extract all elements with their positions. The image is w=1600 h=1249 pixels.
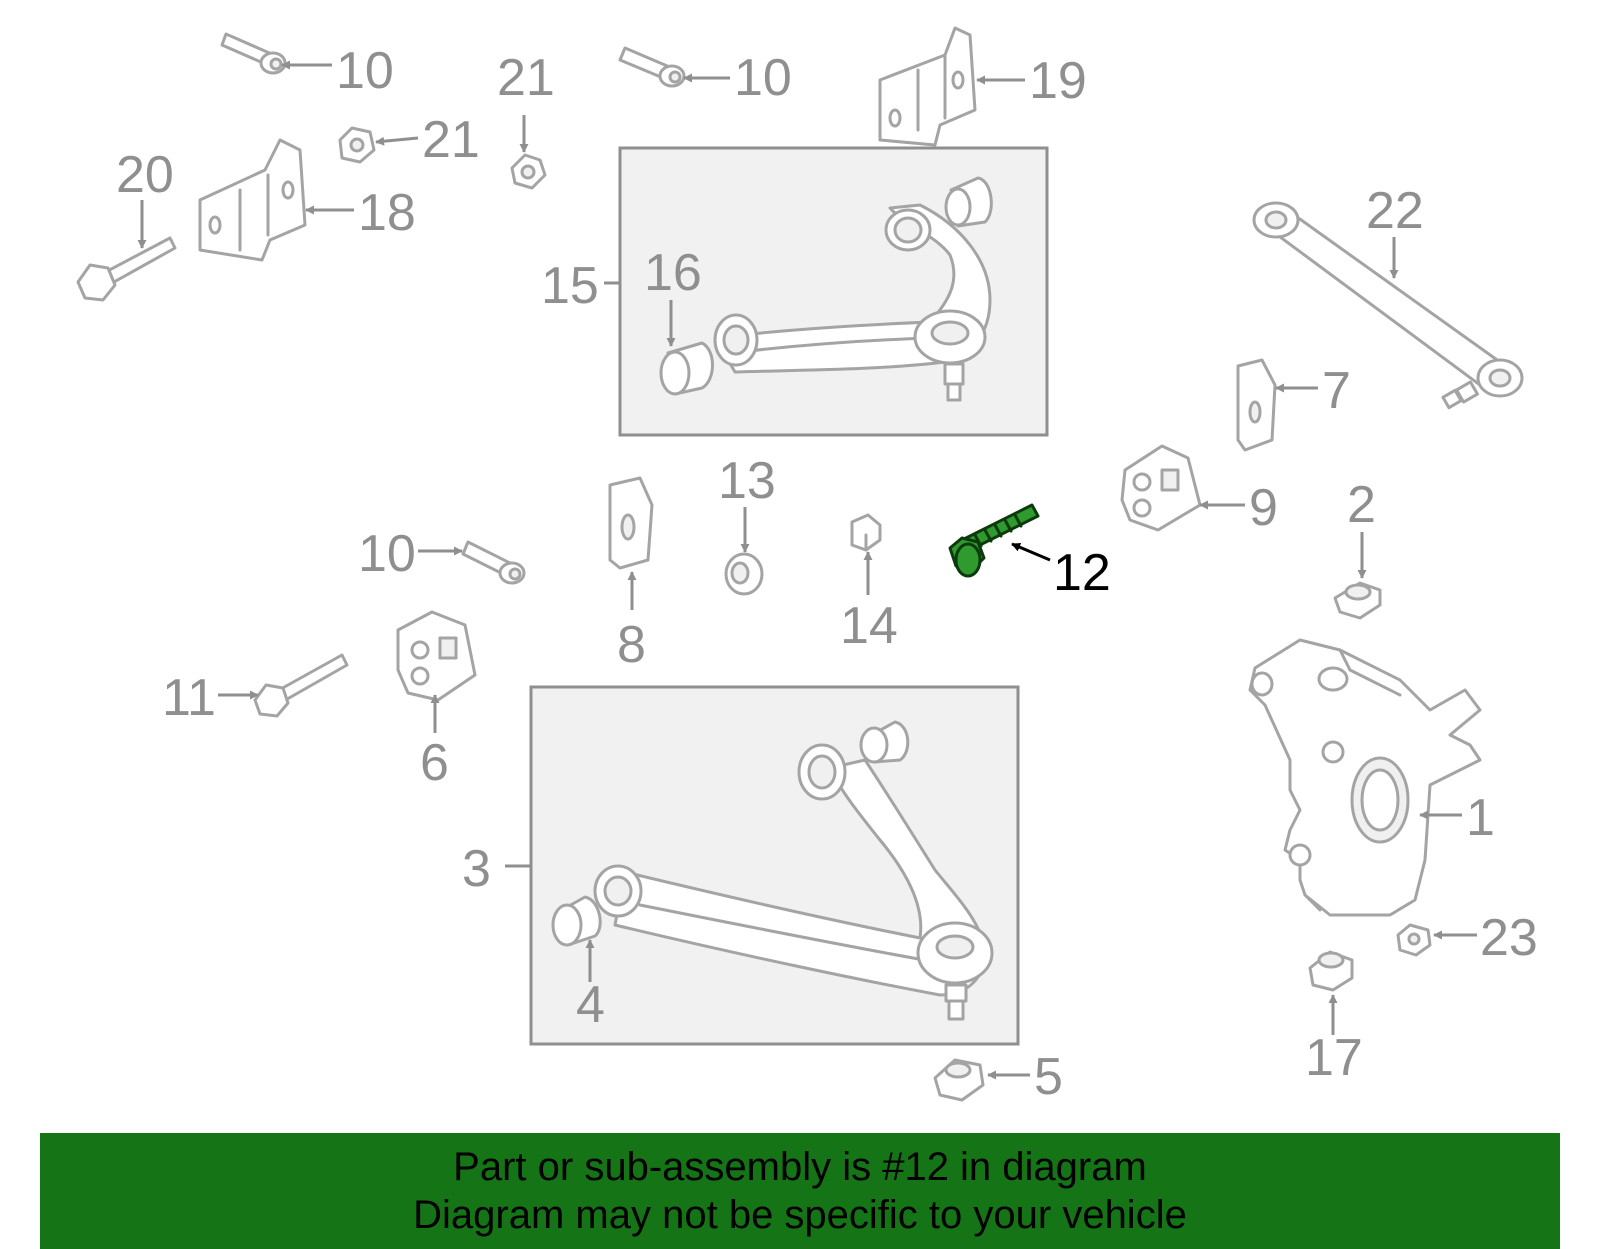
callout-5: 5 [1034, 1048, 1063, 1106]
callout-12-highlighted: 12 [1053, 544, 1111, 602]
banner-line-part-number: Part or sub-assembly is #12 in diagram [453, 1145, 1147, 1189]
upper-control-arm-assembly[interactable] [618, 146, 1049, 437]
callout-19: 19 [1029, 52, 1087, 110]
callout-9: 9 [1249, 479, 1278, 537]
nut-14[interactable] [850, 513, 882, 552]
callout-7: 7 [1322, 362, 1351, 420]
shim-plate-8[interactable] [608, 476, 654, 570]
callout-8: 8 [617, 616, 646, 674]
callout-10: 10 [358, 525, 416, 583]
lower-control-arm-assembly[interactable] [529, 685, 1020, 1046]
shim-plate-7[interactable] [1236, 358, 1277, 452]
nut-21-lower[interactable] [510, 153, 547, 190]
bolt-11[interactable] [253, 653, 349, 718]
info-banner: Part or sub-assembly is #12 in diagram D… [40, 1133, 1560, 1249]
callout-14: 14 [840, 597, 898, 655]
callout-18: 18 [358, 184, 416, 242]
callout-labels: 10 21 10 19 21 20 18 22 16 15 7 13 9 2 1… [116, 42, 1538, 1106]
bolt-10-top-center[interactable] [618, 46, 686, 88]
callout-21: 21 [497, 49, 555, 107]
callout-23: 23 [1480, 909, 1538, 967]
bushing-mount-9[interactable] [1120, 444, 1202, 532]
callout-1: 1 [1466, 789, 1495, 847]
callout-17: 17 [1305, 1029, 1363, 1087]
callout-20: 20 [116, 146, 174, 204]
callout-10: 10 [336, 42, 394, 100]
steering-knuckle[interactable] [1248, 638, 1482, 917]
callout-16: 16 [644, 244, 702, 302]
callout-4: 4 [576, 976, 605, 1034]
callout-3: 3 [462, 840, 491, 898]
nut-17[interactable] [1308, 950, 1354, 992]
bracket-18[interactable] [198, 138, 307, 262]
callout-11: 11 [162, 669, 216, 727]
bolt-12-highlighted[interactable] [948, 503, 1040, 578]
callout-13: 13 [718, 452, 776, 510]
callout-22: 22 [1366, 182, 1424, 240]
lateral-link[interactable] [1252, 201, 1524, 410]
washer-13[interactable] [724, 552, 764, 596]
callout-6: 6 [420, 734, 449, 792]
bolt-10-top-left[interactable] [220, 32, 287, 75]
bushing-mount-6[interactable] [396, 610, 477, 702]
callout-10: 10 [734, 49, 792, 107]
callout-2: 2 [1347, 476, 1376, 534]
nut-21-upper[interactable] [338, 126, 376, 164]
nut-23[interactable] [1396, 923, 1432, 957]
bolt-20[interactable] [76, 236, 177, 302]
callout-21: 21 [422, 111, 480, 169]
bolt-10-middle[interactable] [461, 540, 526, 585]
nut-2[interactable] [1333, 581, 1382, 620]
nut-5[interactable] [933, 1058, 985, 1102]
bracket-19[interactable] [878, 26, 977, 147]
banner-line-disclaimer: Diagram may not be specific to your vehi… [413, 1193, 1187, 1237]
callout-15: 15 [541, 257, 599, 315]
callout-leaders [137, 60, 1477, 1080]
